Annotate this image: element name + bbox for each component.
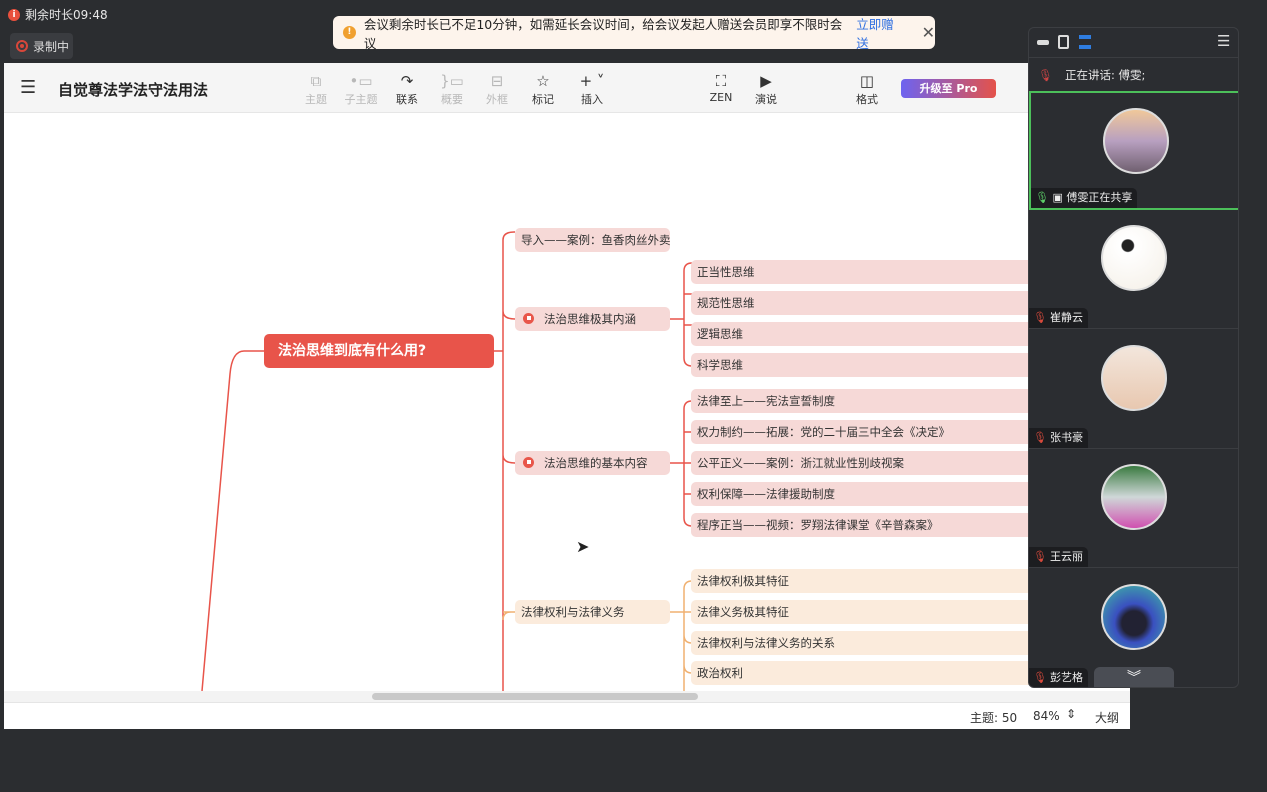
participant-tile[interactable]: 🎙王云丽 xyxy=(1029,449,1238,568)
notice-text: 会议剩余时长已不足10分钟，如需延长会议时间，给会议发起人赠送会员即享不限时会议 xyxy=(363,16,843,51)
mic-on-icon: 🎙 xyxy=(1035,191,1049,204)
fullscreen-icon: ⛶ xyxy=(715,72,727,90)
boundary-button[interactable]: ⊟外框 xyxy=(475,71,519,107)
mic-muted-icon: 🎙 xyxy=(1033,550,1047,563)
zoom-level[interactable]: 84% xyxy=(1033,709,1060,723)
subtopic-button[interactable]: •▭子主题 xyxy=(339,71,383,107)
present-button[interactable]: ▶演说 xyxy=(744,71,788,107)
warning-icon: ! xyxy=(343,26,356,39)
gift-now-link[interactable]: 立即赠送 xyxy=(856,16,894,51)
minimize-icon[interactable] xyxy=(1037,40,1049,45)
topic-basic-content[interactable]: 法治思维的基本内容 xyxy=(515,451,670,475)
avatar xyxy=(1101,225,1167,291)
zen-button[interactable]: ⛶ZEN xyxy=(699,71,743,104)
play-icon: ▶ xyxy=(760,72,772,90)
topic-rights-duties[interactable]: 法律权利与法律义务 xyxy=(515,600,670,624)
horizontal-scrollbar[interactable] xyxy=(4,691,1130,702)
marker-button[interactable]: ☆标记 xyxy=(521,71,565,107)
recording-label: 录制中 xyxy=(33,39,70,54)
zoom-stepper-icon[interactable]: ⇕ xyxy=(1066,707,1077,721)
mouse-cursor-icon: ➤ xyxy=(576,537,590,556)
flag-icon xyxy=(523,457,534,468)
window-icon[interactable] xyxy=(1058,35,1069,49)
topic-connotation[interactable]: 法治思维极其内涵 xyxy=(515,307,670,331)
relation-icon: ↷ xyxy=(400,72,414,90)
scrollbar-thumb[interactable] xyxy=(372,693,698,700)
topic-icon: ⧉ xyxy=(310,72,322,90)
format-button[interactable]: ◫格式 xyxy=(845,71,889,107)
collapse-panel-icon[interactable]: ☰ xyxy=(1217,32,1231,50)
participant-panel: ☰ 🎙 正在讲话: 傅雯; 🎙 ▣ 傅雯正在共享 🎙崔静云 🎙张书豪 🎙王云丽 🎙… xyxy=(1028,27,1239,688)
insert-button[interactable]: + ˅插入 xyxy=(570,71,614,107)
topic-intro[interactable]: 导入——案例：鱼香肉丝外卖 xyxy=(515,228,671,252)
speaking-indicator: 🎙 正在讲话: 傅雯; xyxy=(1029,58,1238,92)
star-icon: ☆ xyxy=(536,72,550,90)
outline-button[interactable]: 大纲 xyxy=(1095,711,1120,725)
avatar xyxy=(1101,464,1167,530)
share-screen-icon: ▣ xyxy=(1052,191,1063,204)
speaking-text: 正在讲话: 傅雯; xyxy=(1065,68,1146,82)
mindmap-app: ☰ 自觉尊法学法守法用法 ⧉主题 •▭子主题 ↷联系 }▭概要 ⊟外框 ☆标记 … xyxy=(4,63,1130,729)
recording-button[interactable]: 录制中 xyxy=(10,33,73,59)
relation-button[interactable]: ↷联系 xyxy=(385,71,429,107)
scroll-down-button[interactable]: ︾ xyxy=(1094,667,1174,687)
avatar xyxy=(1101,584,1167,650)
info-icon: i xyxy=(8,8,20,21)
flag-icon xyxy=(523,313,534,324)
root-topic[interactable]: 法治思维到底有什么用? xyxy=(264,334,494,368)
timer-text: 剩余时长09:48 xyxy=(25,8,108,22)
status-bar: 主题: 50 84% ⇕ 大纲 xyxy=(4,702,1130,729)
participant-tile[interactable]: 🎙张书豪 xyxy=(1029,330,1238,449)
participant-tile[interactable]: 🎙 ▣ 傅雯正在共享 xyxy=(1029,91,1238,210)
panel-header: ☰ xyxy=(1029,28,1238,58)
upgrade-pro-button[interactable]: 升级至 Pro xyxy=(901,79,996,98)
participant-tile[interactable]: 🎙崔静云 xyxy=(1029,210,1238,329)
subtopic-icon: •▭ xyxy=(349,72,373,90)
mic-muted-icon: 🎙 xyxy=(1033,431,1047,444)
panel-icon: ◫ xyxy=(859,72,875,90)
topic-count: 主题: 50 xyxy=(970,711,1018,725)
boundary-icon: ⊟ xyxy=(490,72,504,90)
mic-muted-icon: 🎙 xyxy=(1033,311,1047,324)
remaining-time: i 剩余时长09:48 xyxy=(8,6,108,23)
topic-button[interactable]: ⧉主题 xyxy=(294,71,338,107)
menu-icon[interactable]: ☰ xyxy=(20,77,37,98)
mic-muted-icon: 🎙 xyxy=(1033,671,1047,684)
avatar xyxy=(1101,345,1167,411)
mindmap-canvas[interactable]: 法治思维到底有什么用? 导入——案例：鱼香肉丝外卖 法治思维极其内涵 法治思维的… xyxy=(4,114,1130,691)
summary-icon: }▭ xyxy=(440,72,464,90)
time-warning-banner: ! 会议剩余时长已不足10分钟，如需延长会议时间，给会议发起人赠送会员即享不限时会… xyxy=(333,16,935,51)
gallery-view-icon[interactable] xyxy=(1079,35,1091,49)
record-icon xyxy=(16,40,28,52)
summary-button[interactable]: }▭概要 xyxy=(430,71,474,107)
toolbar: ☰ 自觉尊法学法守法用法 ⧉主题 •▭子主题 ↷联系 }▭概要 ⊟外框 ☆标记 … xyxy=(4,63,1130,113)
mic-muted-icon: 🎙 xyxy=(1038,68,1053,82)
document-title: 自觉尊法学法守法用法 xyxy=(58,81,209,99)
connectors xyxy=(201,231,693,691)
plus-icon: + ˅ xyxy=(579,72,605,90)
avatar xyxy=(1103,108,1169,174)
participant-tile[interactable]: 🎙彭艺格 xyxy=(1029,569,1238,687)
close-icon[interactable]: ✕ xyxy=(921,23,935,42)
